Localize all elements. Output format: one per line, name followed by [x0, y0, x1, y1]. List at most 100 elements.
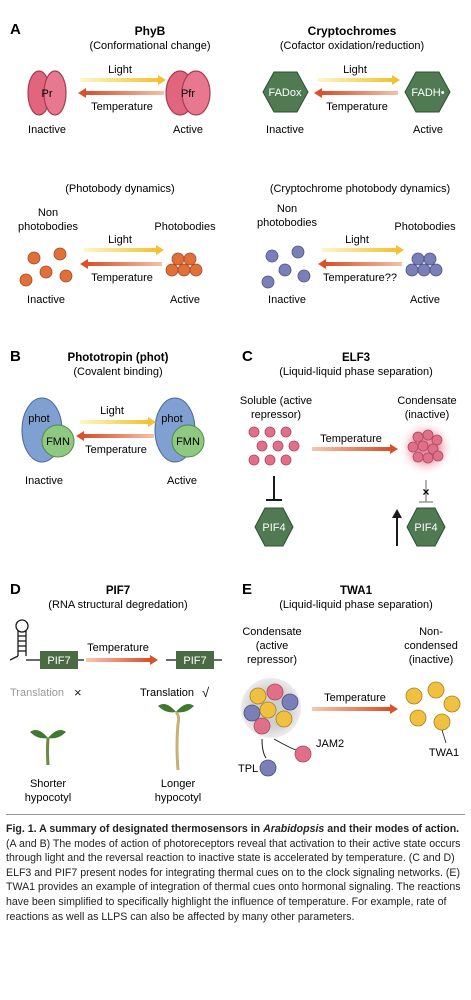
caption-body: (A and B) The modes of action of photore…: [6, 837, 461, 923]
photobody-dispersed-balls-icon: [19, 247, 73, 287]
crypto-photobody-inactive-label: Inactive: [268, 294, 306, 306]
pif7-right-translation-label: Translation: [140, 687, 194, 699]
phyb-light-arrow: [80, 75, 166, 85]
caption-fig-label-end: and their modes of action.: [327, 823, 460, 835]
phot-temperature-arrow: [76, 431, 154, 441]
elf3-soluble-label-2: repressor): [251, 409, 301, 421]
phyb-title: PhyB: [135, 24, 166, 38]
panel-e-letter: E: [242, 581, 252, 598]
crypto-photobody-title: (Cryptochrome photobody dynamics): [270, 183, 450, 195]
panel-a-letter: A: [10, 21, 21, 38]
shorter-hypocotyl-label-1: Shorter: [30, 778, 66, 790]
phyb-subtitle: (Conformational change): [89, 40, 210, 52]
crypto-photobody-right-top: Photobodies: [394, 221, 456, 233]
photobody-temperature-arrow: [80, 259, 162, 269]
twa1-noncondensed-label-3: (inactive): [409, 654, 454, 666]
crypto-fadh-hexagon-icon: [404, 71, 451, 113]
twa1-title: TWA1: [340, 585, 373, 597]
photobody-light-label: Light: [108, 234, 132, 246]
twa1-release-arrows-icon: [261, 738, 297, 759]
phot-active-complex-icon: [154, 397, 205, 463]
twa1-temperature-label: Temperature: [324, 692, 386, 704]
tpl-label: TPL: [238, 763, 258, 775]
photobody-right-top: Photobodies: [154, 221, 216, 233]
phot-active-fmn-label: FMN: [176, 436, 200, 448]
crypto-inactive-label: Inactive: [266, 124, 304, 136]
panel-b-letter: B: [10, 348, 21, 365]
elf3-cross-mark: ×: [422, 485, 429, 499]
shorter-hypocotyl-label-2: hypocotyl: [25, 792, 71, 804]
phot-active-protein-label: phot: [161, 413, 182, 425]
pif4-right-label: PIF4: [414, 522, 437, 534]
long-seedling-icon: [158, 704, 194, 771]
pif7-temperature-arrow: [86, 655, 158, 665]
phot-inactive-complex-icon: [21, 397, 75, 463]
figure-caption: Fig. 1. A summary of designated thermose…: [6, 822, 466, 924]
twa1-condensate-droplet-icon: [241, 678, 301, 738]
photobody-clustered-balls-icon: [165, 252, 203, 277]
caption-species: Arabidopsis: [263, 823, 325, 835]
twa1-noncondensed-label-1: Non-: [419, 626, 443, 638]
twa1-subtitle: (Liquid-liquid phase separation): [279, 599, 432, 611]
crypto-light-arrow: [318, 75, 400, 85]
phot-subtitle: (Covalent binding): [73, 366, 162, 378]
phot-title: Phototropin (phot): [68, 352, 169, 364]
elf3-temperature-arrow: [312, 444, 398, 454]
twa1-condensate-label-1: Condensate: [242, 626, 301, 638]
phyb-pr-dimer-icon: [27, 70, 67, 116]
photobody-title: (Photobody dynamics): [65, 183, 174, 195]
photobody-temperature-label: Temperature: [91, 272, 153, 284]
twa1-temperature-arrow: [312, 704, 398, 714]
phot-light-label: Light: [100, 405, 124, 417]
crypto-light-label: Light: [343, 64, 367, 76]
pif7-gene-left-box: [40, 651, 78, 669]
phyb-temperature-arrow: [78, 88, 164, 98]
crypto-photobody-left-top-1: Non: [277, 203, 297, 215]
twa1-pointer-line: [441, 729, 447, 744]
twa1-protein-label: TWA1: [429, 747, 459, 759]
pif7-right-check-mark: √: [202, 685, 210, 700]
crypto-photobody-light-arrow: [322, 245, 404, 255]
figure-canvas: A PhyB (Conformational change) Pr Pfr Li…: [9, 21, 461, 804]
jam2-ball-icon: [294, 745, 312, 763]
photobody-left-top-1: Non: [38, 207, 58, 219]
pif4-left-label: PIF4: [262, 522, 285, 534]
elf3-title: ELF3: [342, 352, 370, 364]
elf3-soluble-label-1: Soluble (active: [240, 395, 312, 407]
elf3-condensate-label-1: Condensate: [397, 395, 456, 407]
pif7-gene-right-label: PIF7: [183, 655, 206, 667]
pif4-up-arrow-icon: [392, 509, 402, 546]
jam2-label: JAM2: [316, 738, 344, 750]
panel-c-letter: C: [242, 348, 253, 365]
pif4-right-hexagon-icon: [406, 507, 446, 547]
panel-d-letter: D: [10, 581, 21, 598]
pif7-subtitle: (RNA structural degredation): [48, 599, 187, 611]
twa1-condensate-label-3: repressor): [247, 654, 297, 666]
twa1-dispersed-balls-icon: [405, 681, 461, 731]
crypto-photobody-temperature-arrow: [318, 259, 402, 269]
tpl-ball-icon: [259, 759, 277, 777]
pif7-left-cross-mark: ×: [74, 685, 82, 700]
crypto-temperature-label: Temperature: [326, 101, 388, 113]
phyb-pr-label: Pr: [42, 88, 53, 100]
pif7-gene-left-label: PIF7: [47, 655, 70, 667]
crypto-photobody-clustered-balls-icon: [405, 252, 443, 277]
phot-temperature-label: Temperature: [85, 444, 147, 456]
elf3-condensate-label-2: (inactive): [405, 409, 450, 421]
phot-light-arrow: [80, 417, 156, 427]
elf3-inhibition-bar-icon: [266, 476, 282, 501]
crypto-photobody-left-top-2: photobodies: [257, 217, 317, 229]
elf3-weak-inhibition-icon: [419, 480, 433, 503]
pif7-title: PIF7: [106, 585, 130, 597]
crypto-fadox-hexagon-icon: [262, 71, 309, 113]
elf3-temperature-label: Temperature: [320, 433, 382, 445]
pif7-temperature-label: Temperature: [87, 642, 149, 654]
pif4-left-hexagon-icon: [254, 507, 294, 547]
phyb-light-label: Light: [108, 64, 132, 76]
longer-hypocotyl-label-1: Longer: [161, 778, 196, 790]
phot-inactive-fmn-label: FMN: [46, 436, 70, 448]
photobody-inactive-label: Inactive: [27, 294, 65, 306]
elf3-subtitle: (Liquid-liquid phase separation): [279, 366, 432, 378]
pif7-left-translation-label: Translation: [10, 687, 64, 699]
phyb-pfr-label: Pfr: [181, 88, 195, 100]
